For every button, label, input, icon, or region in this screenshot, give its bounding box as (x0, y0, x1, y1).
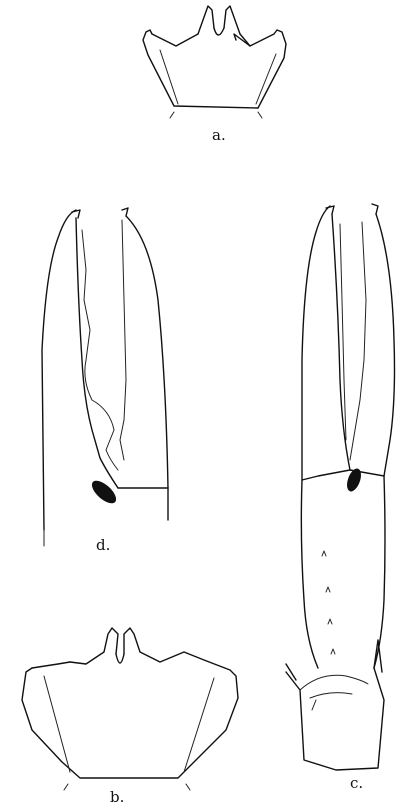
figure-c-drawing (286, 204, 395, 770)
figure-b-drawing (22, 628, 238, 790)
claw-spot-d (88, 477, 120, 507)
figure-label-d: d. (96, 538, 110, 553)
figure-d-drawing (42, 208, 168, 546)
figure-label-c: c. (350, 776, 363, 791)
figure-label-a: a. (212, 128, 226, 143)
figure-label-b: b. (110, 790, 124, 805)
figure-a-drawing (143, 6, 286, 118)
